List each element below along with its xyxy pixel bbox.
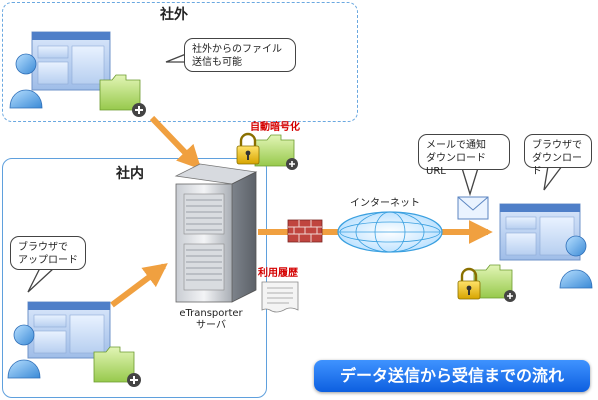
internet-label: インターネット [350, 198, 420, 209]
firewall-icon [287, 219, 323, 243]
outside-send-bubble: 社外からのファイル 送信も可能 [184, 38, 296, 72]
auto-encrypt-label: 自動暗号化 [250, 122, 300, 133]
arrow-upload-to-server [110, 263, 168, 308]
recipient-person-icon [559, 235, 593, 289]
bubble-line: メールで通知 [426, 140, 486, 151]
server-type: サーバ [196, 320, 226, 331]
bubble-tail-download [543, 165, 563, 191]
encrypted-folder-icon [254, 134, 298, 170]
outside-person-icon [9, 53, 43, 109]
bubble-line: 社外からのファイル [192, 44, 282, 55]
bubble-tail-upload [27, 267, 55, 293]
internet-globe-icon [337, 211, 443, 253]
etransporter-server-icon [174, 163, 258, 303]
arrow-outside-to-server [149, 115, 202, 170]
browser-download-bubble: ブラウザで ダウンロード [524, 134, 592, 177]
bubble-line: ダウンロードURL [426, 153, 486, 177]
usage-history-document-icon [261, 281, 299, 313]
bubble-line: 送信も可能 [192, 57, 242, 68]
bubble-tail-outside [165, 53, 187, 63]
recipient-window-icon [499, 203, 581, 261]
bubble-line: ダウンロード [532, 153, 582, 177]
flow-title-banner: データ送信から受信までの流れ [314, 360, 590, 392]
mail-notify-bubble: メールで通知 ダウンロードURL [418, 134, 510, 177]
lock-icon [236, 132, 260, 165]
inside-folder-icon [93, 346, 141, 387]
server-label: eTransporter サーバ [176, 308, 246, 332]
inside-person-icon [7, 324, 41, 379]
server-name: eTransporter [179, 308, 243, 319]
bubble-line: ブラウザで [532, 140, 582, 151]
browser-upload-bubble: ブラウザで アップロード [10, 236, 86, 270]
bubble-line: アップロード [18, 255, 78, 266]
outside-folder-icon [99, 74, 146, 117]
inside-window-icon [27, 301, 111, 359]
mail-envelope-icon [457, 196, 489, 220]
recipient-folder-icon [473, 264, 516, 302]
bubble-line: ブラウザで [18, 242, 68, 253]
outside-window-icon [31, 31, 111, 91]
inside-zone-label: 社内 [116, 166, 144, 182]
bubble-tail-mail [461, 167, 479, 197]
usage-history-label: 利用履歴 [258, 268, 298, 279]
outside-zone-label: 社外 [160, 7, 188, 23]
recipient-lock-icon [457, 267, 481, 300]
